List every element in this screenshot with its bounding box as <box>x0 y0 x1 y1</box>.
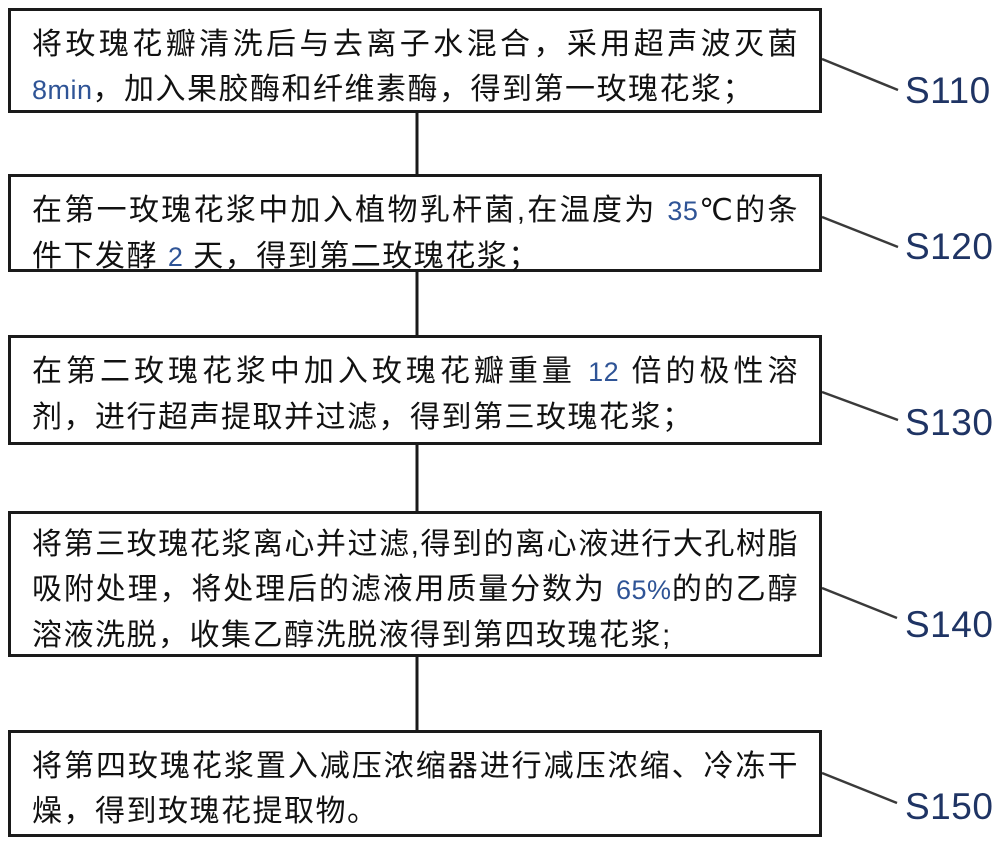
text-segment: ，加入果胶酶和纤维素酶，得到第一玫瑰花浆； <box>92 73 755 106</box>
step-box-s150: 将第四玫瑰花浆置入减压浓缩器进行减压浓缩、冷冻干燥，得到玫瑰花提取物。 <box>8 730 822 837</box>
text-segment: 在第一玫瑰花浆中加入植物乳杆菌,在温度为 <box>32 194 668 227</box>
step-text-s110: 将玫瑰花瓣清洗后与去离子水混合，采用超声波灭菌 8min，加入果胶酶和纤维素酶，… <box>32 22 799 113</box>
accent-number: 12 <box>588 357 620 387</box>
step-label-s130: S130 <box>905 402 994 443</box>
step-box-s140: 将第三玫瑰花浆离心并过滤,得到的离心液进行大孔树脂吸附处理，将处理后的滤液用质量… <box>8 511 822 657</box>
accent-number: 8min <box>32 75 93 105</box>
text-segment: 将玫瑰花瓣清洗后与去离子水混合，采用超声波灭菌 <box>32 28 799 61</box>
step-label-s140: S140 <box>905 604 994 645</box>
leader-line-s140 <box>821 586 898 620</box>
text-segment: 倍的极性溶剂，进行超声提取并过滤，得到第三玫瑰花浆； <box>32 355 799 434</box>
step-text-s120: 在第一玫瑰花浆中加入植物乳杆菌,在温度为 35℃的条件下发酵 2 天，得到第二玫… <box>32 188 799 280</box>
step-text-s130: 在第二玫瑰花浆中加入玫瑰花瓣重量 12 倍的极性溶剂，进行超声提取并过滤，得到第… <box>32 349 799 440</box>
accent-number: 2 <box>167 242 184 272</box>
text-segment: 将第三玫瑰花浆离心并过滤,得到的离心液进行大孔树脂吸附处理，将处理后的滤液用质量… <box>32 528 799 606</box>
step-label-s110: S110 <box>905 70 991 111</box>
leader-line-s120 <box>821 215 899 249</box>
step-label-s150: S150 <box>905 786 994 827</box>
accent-number: 35 <box>667 196 699 226</box>
step-label-s120: S120 <box>905 226 994 267</box>
step-text-s140: 将第三玫瑰花浆离心并过滤,得到的离心液进行大孔树脂吸附处理，将处理后的滤液用质量… <box>32 522 799 658</box>
accent-number: 65% <box>615 575 672 605</box>
leader-line-s110 <box>821 57 899 92</box>
step-box-s110: 将玫瑰花瓣清洗后与去离子水混合，采用超声波灭菌 8min，加入果胶酶和纤维素酶，… <box>8 8 822 113</box>
text-segment: 将第四玫瑰花浆置入减压浓缩器进行减压浓缩、冷冻干燥，得到玫瑰花提取物。 <box>32 750 799 828</box>
text-segment: 的的乙醇溶液洗脱，收集乙醇洗脱液得到第四玫瑰花浆; <box>32 573 799 652</box>
leader-line-s130 <box>821 390 899 422</box>
step-box-s130: 在第二玫瑰花浆中加入玫瑰花瓣重量 12 倍的极性溶剂，进行超声提取并过滤，得到第… <box>8 335 822 445</box>
leader-line-s150 <box>821 771 898 805</box>
step-text-s150: 将第四玫瑰花浆置入减压浓缩器进行减压浓缩、冷冻干燥，得到玫瑰花提取物。 <box>32 744 799 834</box>
step-box-s120: 在第一玫瑰花浆中加入植物乳杆菌,在温度为 35℃的条件下发酵 2 天，得到第二玫… <box>8 174 822 273</box>
text-segment: 天，得到第二玫瑰花浆； <box>183 240 540 273</box>
text-segment: ℃的条件下发酵 <box>32 194 799 273</box>
text-segment: 在第二玫瑰花浆中加入玫瑰花瓣重量 <box>32 355 589 388</box>
